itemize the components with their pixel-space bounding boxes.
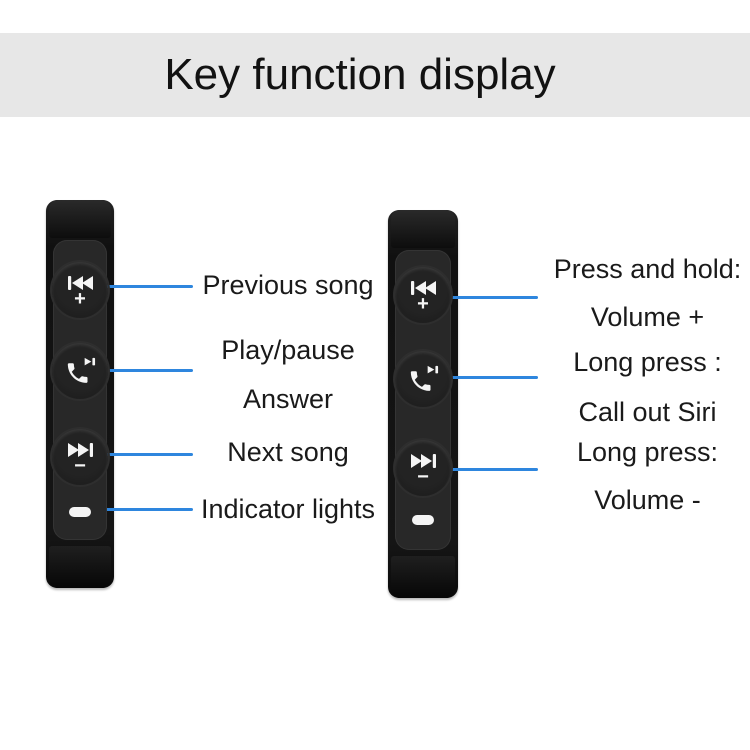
callout-line-siri (450, 376, 538, 379)
phone-play-pause-icon (67, 357, 96, 383)
callout-line-volume-down (450, 468, 538, 471)
next-track-icon (410, 454, 436, 468)
callout-line-play-pause (108, 369, 193, 372)
minus-glyph: − (417, 466, 429, 488)
remote-left: + − (46, 200, 114, 588)
previous-track-button: + (395, 267, 451, 323)
play-pause-call-button (52, 343, 108, 399)
callout-line-indicator (98, 508, 193, 511)
label-volume-up: Volume + (590, 302, 705, 332)
callout-line-previous (104, 285, 193, 288)
label-press-and-hold: Press and hold: (553, 254, 742, 284)
label-long-press-2: Long press: (576, 437, 719, 467)
minus-glyph: − (74, 455, 86, 477)
previous-track-button: + (52, 262, 108, 318)
next-track-button: − (395, 440, 451, 496)
callout-line-next (106, 453, 193, 456)
plus-glyph: + (417, 293, 429, 315)
label-play-pause: Play/pause (221, 335, 355, 365)
next-track-button: − (52, 429, 108, 485)
indicator-light (412, 515, 434, 525)
previous-track-icon (67, 276, 93, 290)
page-title: Key function display (164, 50, 556, 99)
label-volume-down: Volume - (594, 485, 701, 515)
label-indicator-lights: Indicator lights (200, 494, 376, 524)
remote-right: + − (388, 210, 458, 598)
indicator-light (69, 507, 91, 517)
next-track-icon (67, 443, 93, 457)
play-pause-call-button (395, 351, 451, 407)
plus-glyph: + (74, 288, 86, 310)
phone-play-pause-icon (410, 365, 439, 391)
label-call-out-siri: Call out Siri (578, 397, 717, 427)
label-previous-song: Previous song (202, 270, 374, 300)
callout-line-volume-up (450, 296, 538, 299)
label-answer: Answer (242, 384, 334, 414)
previous-track-icon (410, 281, 436, 295)
label-next-song: Next song (227, 437, 349, 467)
label-long-press-1: Long press : (573, 347, 722, 377)
title-banner: Key function display (0, 33, 750, 117)
